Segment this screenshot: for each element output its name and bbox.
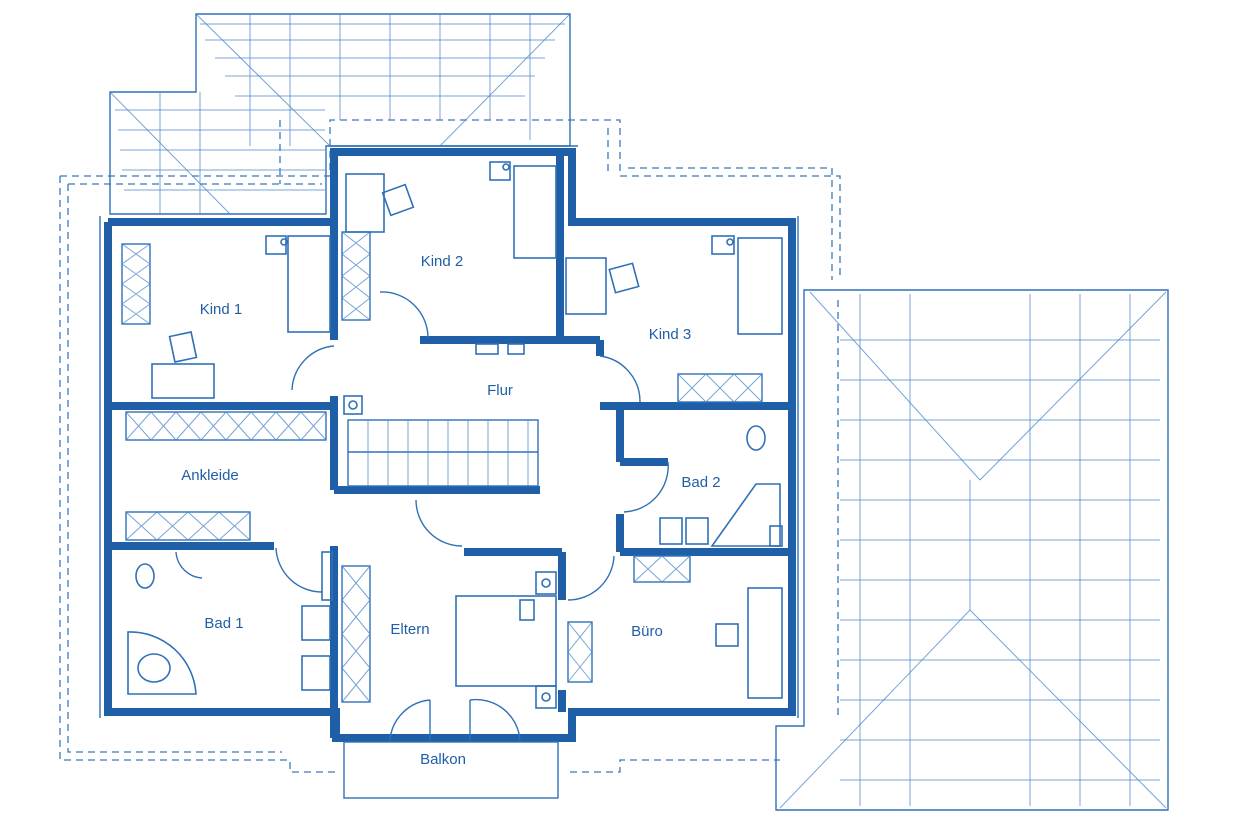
doors: [175, 291, 669, 741]
label-kind3: Kind 3: [649, 326, 692, 343]
label-ankleide: Ankleide: [181, 467, 239, 484]
label-balkon: Balkon: [420, 751, 466, 768]
furniture: [127, 161, 783, 799]
exterior-walls: [99, 145, 799, 742]
closets: [121, 231, 763, 703]
label-eltern: Eltern: [390, 621, 429, 638]
staircase: [343, 395, 539, 487]
label-bad1: Bad 1: [204, 615, 243, 632]
roof-outline: [59, 119, 841, 773]
label-flur: Flur: [487, 382, 513, 399]
label-kind1: Kind 1: [200, 301, 243, 318]
interior-walls: [108, 152, 792, 738]
label-bad2: Bad 2: [681, 474, 720, 491]
room-labels: Kind 1 Kind 2 Kind 3 Flur Ankleide Bad 2…: [181, 253, 720, 768]
label-buero: Büro: [631, 623, 663, 640]
label-kind2: Kind 2: [421, 253, 464, 270]
roof-hatching-top: [109, 13, 571, 215]
roof-hatching-right: [775, 289, 1169, 811]
